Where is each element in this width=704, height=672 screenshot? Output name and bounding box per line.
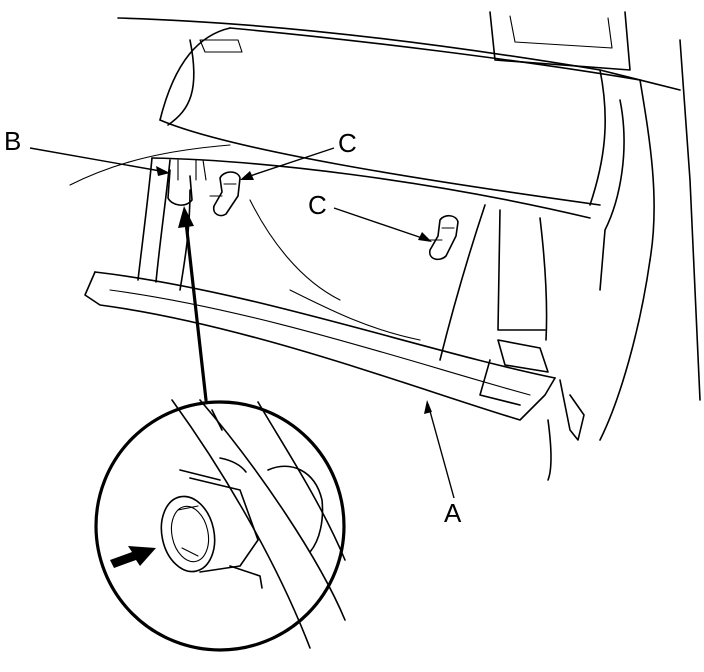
glove-box-lower-lip (84, 271, 556, 421)
leader-lines (29, 147, 455, 499)
leader-c-upper (243, 147, 335, 179)
leader-c-upper-arrowhead (240, 171, 254, 180)
detail-pointer-arrowhead (178, 206, 194, 228)
stopper-c-upper (209, 171, 241, 217)
leader-b-arrowhead (156, 166, 170, 176)
label-b: B (4, 126, 22, 156)
leader-a (427, 403, 455, 499)
detail-magnifier (94, 399, 346, 652)
dashboard-body (69, 11, 701, 441)
leader-c-lower-arrowhead (418, 232, 432, 242)
label-c-lower: C (308, 190, 327, 220)
leader-b (29, 147, 167, 173)
stopper-c-lower (429, 214, 459, 261)
label-c-upper: C (338, 128, 357, 158)
label-a: A (444, 498, 462, 528)
detail-pointer-arrow (178, 206, 208, 402)
clip-b (167, 159, 207, 206)
push-direction-arrow (110, 546, 156, 568)
leader-c-lower (333, 207, 429, 241)
leader-a-arrowhead (424, 400, 432, 414)
